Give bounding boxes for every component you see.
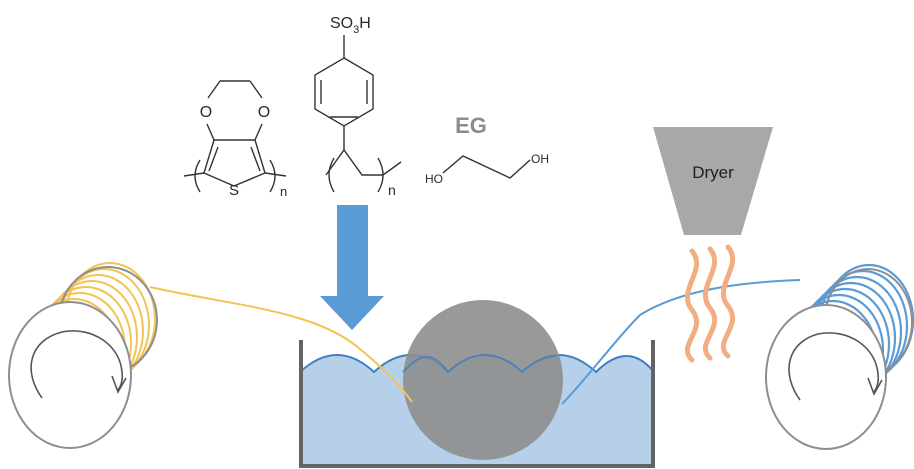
takeup-spool (765, 263, 914, 450)
pss-bracket-left (328, 157, 335, 193)
pedot-inner-bond (250, 146, 261, 172)
bath-wave-over-roller (402, 354, 557, 374)
supply-spool-rotation-arrow (30, 330, 124, 399)
heat-wave-1 (684, 248, 700, 363)
pss-repeat-n: n (388, 182, 396, 198)
heat-wave-2 (702, 246, 718, 361)
pedot-thiophene-ring (203, 139, 266, 187)
pedot-bond (249, 80, 263, 99)
coated-yarn-line (561, 279, 801, 405)
pedot-bond (207, 80, 221, 99)
pedot-oxygen-left: O (200, 104, 212, 121)
immersion-roller (403, 300, 563, 460)
takeup-spool-front-flange (765, 304, 887, 450)
bath-container-wall (299, 340, 655, 468)
takeup-spool-arrowhead (867, 377, 883, 396)
pss-benzene-ring (314, 57, 374, 127)
pedot-bracket-left (194, 159, 201, 193)
pss-sulfonic-so: SO (330, 15, 353, 32)
pedot-repeat-n: n (280, 184, 287, 199)
pedot-inner-bond (208, 146, 219, 172)
feed-arrow (320, 205, 384, 330)
pedot-labels: O O S n (200, 104, 287, 199)
pss-sulfonic-subscript: 3 (353, 24, 359, 36)
dryer: Dryer (653, 127, 773, 235)
pss-sulfonic-group: SO3H (330, 15, 371, 36)
pedot-bracket-right (269, 159, 276, 193)
coating-bath (299, 300, 655, 468)
eg-structure (442, 155, 531, 179)
pss-bracket-right (377, 157, 384, 193)
eg-oh-right: OH (531, 152, 549, 166)
heat-waves (684, 244, 736, 363)
pss-sulfonic-h: H (359, 15, 371, 32)
pedot-oxygen-right: O (258, 104, 270, 121)
uncoated-yarn-line (149, 286, 413, 403)
supply-spool-front-flange (8, 301, 132, 449)
eg-ho-left: HO (425, 172, 443, 186)
heat-wave-3 (720, 244, 736, 359)
eg-label: EG (455, 113, 487, 138)
dryer-body (653, 127, 773, 235)
pedot-bond (254, 123, 263, 141)
eg-backbone (442, 155, 531, 179)
supply-spool (8, 262, 158, 449)
pss-structure (314, 35, 402, 193)
supply-spool-arrowhead (111, 375, 127, 394)
pss-backbone (325, 148, 402, 176)
pedot-structure (183, 80, 287, 193)
dryer-label: Dryer (692, 163, 734, 182)
pss-labels: SO3H n (330, 15, 396, 198)
takeup-spool-rotation-arrow (788, 332, 880, 401)
pedot-bond (183, 172, 205, 177)
pedot-bond (206, 123, 215, 141)
pedot-sulfur: S (229, 182, 239, 199)
